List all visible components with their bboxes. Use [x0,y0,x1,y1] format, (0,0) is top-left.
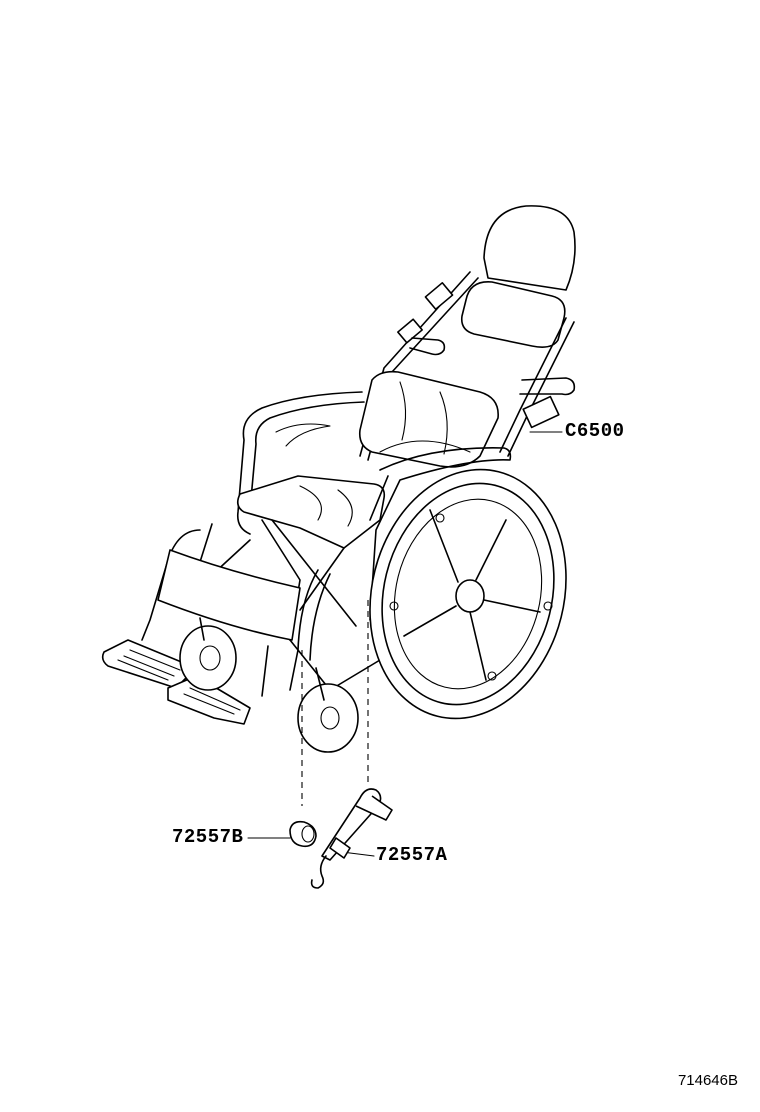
calf-strap [157,549,301,641]
wheelchair-assembly [101,205,576,753]
seat-cushion [236,475,386,549]
callout-label-72557a: 72557A [376,844,448,866]
backrest [358,370,499,468]
callout-label-72557b: 72557B [172,826,244,848]
diagram-reference-code: 714646B [677,1072,738,1089]
front-caster-left [179,625,237,691]
headrest-cushion [460,281,566,348]
front-caster-right [297,683,359,753]
tie-down-strap-part [310,788,393,889]
caster-clip-part [289,820,317,848]
callout-label-c6500: C6500 [565,420,625,442]
headrest [483,205,576,291]
